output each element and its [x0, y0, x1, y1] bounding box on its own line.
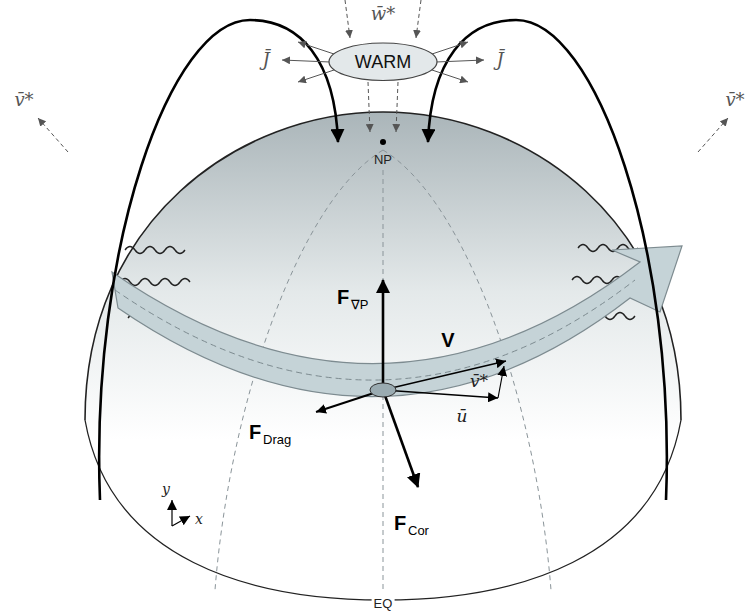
equator-label: EQ [372, 597, 395, 611]
force-subscript: Cor [408, 524, 429, 538]
coordinate-axes [172, 500, 190, 526]
band-centre-line [115, 280, 635, 380]
warm-region-ellipse: WARM [328, 42, 438, 82]
air-parcel [370, 383, 396, 397]
force-subscript: Drag [263, 433, 291, 447]
zonal-wind-label: ū [457, 407, 468, 426]
region-label: WARM [355, 52, 411, 73]
meridional-velocity-label: v̄* [725, 90, 744, 110]
force-vectors [316, 280, 506, 487]
flux-label: J̄ [262, 50, 269, 70]
circulation-loops [99, 20, 667, 500]
downwelling-arrows [345, 0, 421, 132]
wave-lines [120, 245, 642, 322]
zonal-jet-band [112, 246, 682, 397]
meridional-velocity-label: v̄* [14, 90, 33, 110]
flux-label: J̄ [496, 50, 503, 70]
pole-dot [380, 139, 386, 145]
axis-label: x [195, 512, 203, 527]
axis-label: y [162, 482, 170, 497]
cap-outline [85, 112, 681, 420]
meridional-flow-arrows [38, 118, 728, 152]
force-subscript: ∇P [351, 298, 368, 312]
equator-line [85, 420, 681, 600]
flux-arrows [282, 42, 484, 82]
vertical-velocity-label: w̄* [371, 4, 395, 24]
hemisphere-fill [85, 112, 681, 600]
velocity-label: V [441, 329, 454, 351]
meridional-velocity-label: v̄* [470, 372, 488, 391]
ellipse-outline [329, 43, 437, 81]
force-symbol: F [394, 512, 406, 534]
force-symbol: F [249, 421, 261, 443]
force-symbol: F [337, 286, 349, 308]
pole-label: NP [374, 153, 392, 167]
